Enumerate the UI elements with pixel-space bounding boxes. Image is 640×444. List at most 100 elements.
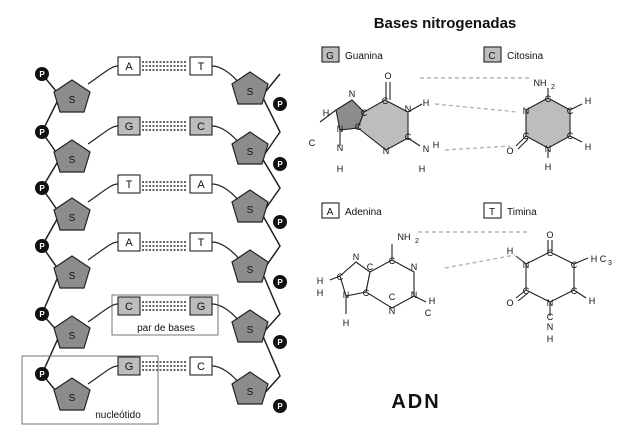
phosphate-label: P [277,338,283,347]
atom-label: NH [398,232,411,242]
phosphate-circle [35,67,49,81]
base-connectors [87,65,241,385]
sugar-label: S [247,325,254,336]
base-pair-label: par de bases [137,323,195,334]
atom-label: C [545,94,552,104]
atom-label: H [507,246,514,256]
atom-label: H [585,142,592,152]
legend-name-thymine: Timina [507,207,537,218]
atom-label: N [337,143,344,153]
atom-label: C [523,286,530,296]
sugar-label: S [247,265,254,276]
base-box [189,296,213,316]
atom-label: H [433,140,440,150]
base-letter: A [125,237,133,249]
atom-label: O [384,71,391,81]
atom-label: N [411,262,418,272]
atom-label: C [363,288,370,298]
atom-label: H [343,318,350,328]
base-box [189,356,213,376]
atom-label: C [309,138,316,148]
phosphate-label: P [39,310,45,319]
atom-label: H [545,162,552,172]
phosphate-label: P [39,70,45,79]
atom-label: H [423,98,430,108]
cytosine-ring [525,97,571,149]
atom-label: H [547,334,554,344]
sugar-pentagon [231,71,269,105]
sugar-label: S [69,95,76,106]
base-letter: G [125,361,134,373]
legend-letter-cytosine: C [488,51,495,62]
phosphate-circle [273,399,287,413]
atom-label: N [383,146,390,156]
phosphate-label: P [39,184,45,193]
base-boxes [117,56,213,376]
sugar-label: S [69,331,76,342]
phosphate-circle [35,239,49,253]
base-box [189,56,213,76]
atom-label: H [589,296,596,306]
hydrogen-bonds [142,61,186,371]
thymine-structure: H O C N C C H C 3 O C N C H N H [506,230,612,344]
sugar-pentagon [231,131,269,165]
left-sugars [53,79,91,411]
atom-label: O [506,146,513,156]
sugar-label: S [69,213,76,224]
phosphate-circle [35,367,49,381]
guanine-structure: N H C N O N H C N N H H N C C H C [309,71,440,174]
sugar-pentagon [231,249,269,283]
atom-label: C [367,262,374,272]
atom-label: N [423,144,430,154]
atom-label: C [389,292,396,302]
legend-box-guanine [321,46,340,63]
base-box [189,174,213,194]
legend-box-adenine [321,202,340,219]
base-box [117,356,141,376]
thymine-ring [525,251,575,303]
atom-label: N [349,89,356,99]
phosphate-label: P [277,402,283,411]
sugar-pentagon [53,197,91,231]
base-letter: A [125,61,133,73]
atom-label: N [547,322,554,332]
sugar-pentagon [53,255,91,289]
legend-name-adenine: Adenina [345,207,382,218]
atom-label: H [337,164,344,174]
phosphate-circle [273,97,287,111]
atom-label: NH [534,78,547,88]
left-backbone [41,73,61,397]
phosphate-label: P [277,278,283,287]
phosphate-circle [273,335,287,349]
legend-letter-thymine: T [489,207,495,218]
sugar-label: S [69,271,76,282]
atom-label: C [337,272,344,282]
atom-label: N [545,144,552,154]
atom-label: C [571,260,578,270]
atom-label: N [547,298,554,308]
atom-label: O [546,230,553,240]
base-letter: A [197,179,205,191]
phosphate-label: P [39,370,45,379]
atom-label: C [567,106,574,116]
atom-label: C [405,132,412,142]
base-letter: G [197,301,206,313]
atom-label: C [571,286,578,296]
atom-label: O [506,298,513,308]
sugar-pentagon [53,315,91,349]
phosphate-label: P [277,100,283,109]
legend-name-guanine: Guanina [345,51,383,62]
phosphate-label: P [277,218,283,227]
atom-label: N [523,106,530,116]
atom-label: H [585,96,592,106]
diagram-label: ADN [391,391,440,413]
base-letter: C [197,361,205,373]
atom-label: N [337,124,344,134]
atom-label: H [429,296,436,306]
atom-label: N [405,104,412,114]
atom-label: 3 [608,260,612,267]
atom-label: 2 [551,84,555,91]
adenine-structure: NH 2 N C C N H C C H N C N N C H H [317,232,436,328]
base-letter: T [198,61,205,73]
